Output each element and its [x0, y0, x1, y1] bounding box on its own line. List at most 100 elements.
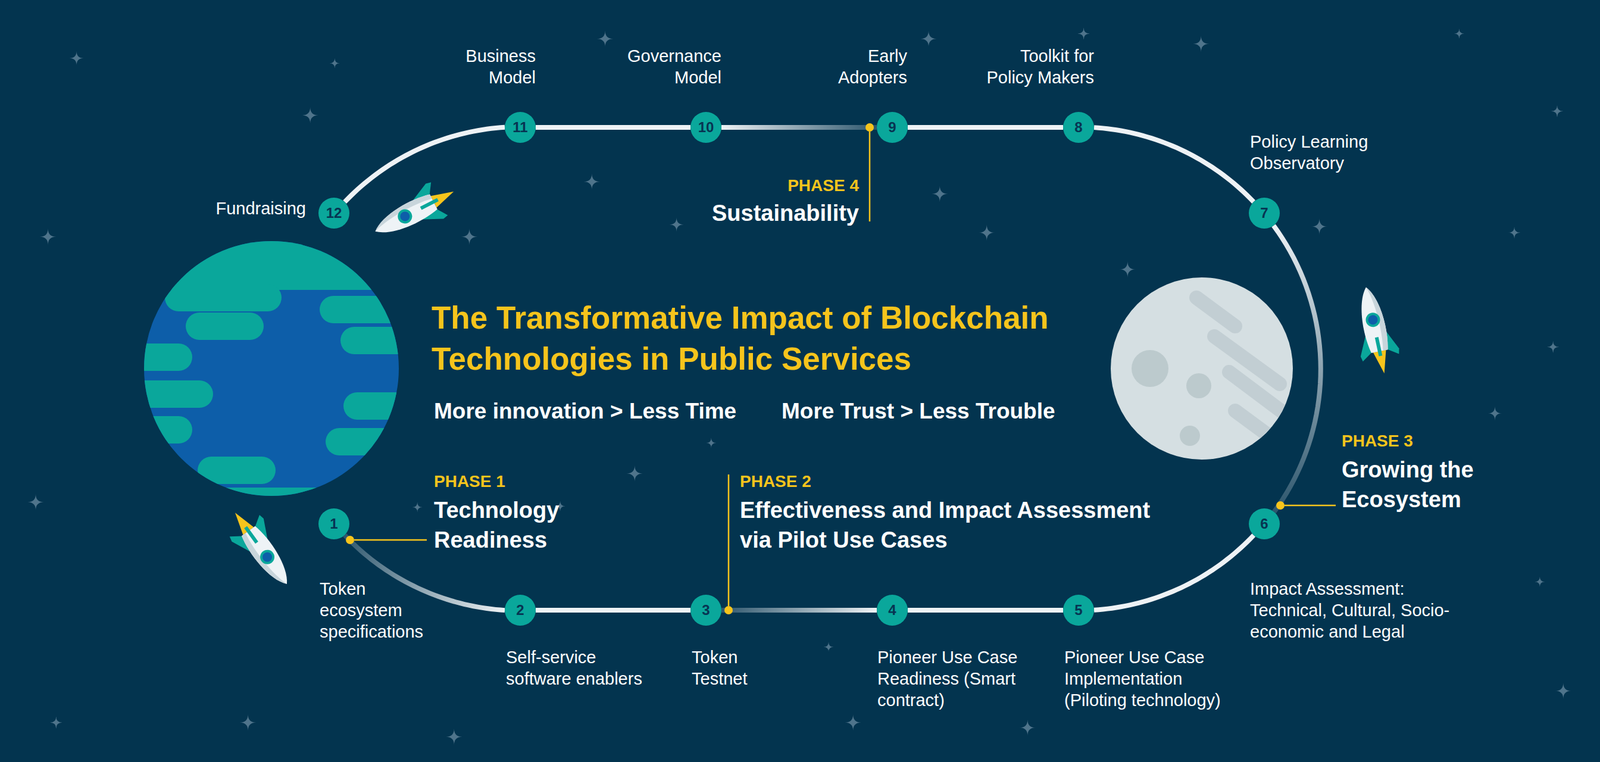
step-number: 7: [1248, 197, 1280, 229]
star: [445, 728, 462, 745]
step-circle-fill: [876, 111, 908, 143]
star: [461, 228, 478, 245]
step-circle-fill: [690, 111, 722, 143]
leader-line: [354, 539, 427, 542]
step-node: 1Token ecosystem specifications: [318, 508, 350, 540]
star: [669, 217, 684, 232]
step-node: 9Early Adopters: [876, 111, 908, 143]
step-circle-fill: [1063, 111, 1095, 143]
phase-tag: PHASE 4: [680, 175, 859, 196]
step-number: 3: [690, 594, 722, 626]
star: [931, 185, 948, 202]
step-label: Business Model: [452, 45, 536, 89]
leader-line: [869, 131, 871, 222]
phase-title: Effectiveness and Impact Assessment via …: [739, 495, 1169, 555]
track-segment: [1273, 225, 1321, 512]
step-number: 11: [504, 111, 536, 143]
star: [239, 714, 256, 731]
star: [27, 494, 44, 511]
step-circle-fill: [504, 111, 536, 143]
phase-dot: [865, 123, 874, 132]
step-number: 8: [1063, 111, 1095, 143]
step-number: 4: [876, 594, 908, 626]
step-label: Token ecosystem specifications: [319, 577, 439, 643]
star: [1508, 226, 1521, 239]
step-circle-fill: [690, 594, 722, 626]
star: [845, 714, 862, 731]
phase-dot: [1276, 501, 1285, 510]
tagline: More Trust > Less Trouble: [781, 397, 1056, 425]
star: [1555, 682, 1572, 699]
track-segment: [907, 607, 1064, 613]
star: [1547, 341, 1559, 353]
step-label: Pioneer Use Case Implementation (Pilotin…: [1064, 646, 1237, 711]
star: [50, 716, 62, 729]
track-segment: [535, 607, 691, 613]
track-segment: [1094, 535, 1254, 611]
step-label: Toolkit for Policy Makers: [975, 45, 1095, 89]
star: [69, 51, 84, 66]
step-circle-fill: [876, 594, 908, 626]
step-number: 2: [504, 594, 536, 626]
step-node: 8Toolkit for Policy Makers: [1063, 111, 1095, 143]
track-segment: [344, 127, 505, 203]
rocket: [1347, 283, 1404, 378]
phase-tag: PHASE 1: [433, 471, 506, 492]
step-label: Token Testnet: [691, 646, 775, 690]
step-node: 5Pioneer Use Case Implementation (Piloti…: [1063, 594, 1095, 626]
phase-dot: [345, 535, 355, 545]
star: [1534, 576, 1545, 587]
star: [1488, 405, 1503, 421]
moon-disc: [1110, 277, 1293, 460]
step-circle-fill: [1063, 594, 1095, 626]
moon-crater: [1186, 373, 1212, 399]
step-label: Pioneer Use Case Readiness (Smart contra…: [877, 646, 1056, 711]
step-circle-fill: [1248, 197, 1280, 229]
step-number: 12: [318, 197, 350, 229]
star: [1077, 27, 1090, 40]
star: [597, 30, 614, 48]
moon: [1110, 277, 1293, 460]
phase-tag: PHASE 2: [739, 471, 812, 492]
star: [302, 107, 319, 124]
rocket: [219, 501, 303, 596]
star: [583, 173, 600, 190]
step-label: Self-service software enablers: [505, 646, 655, 690]
step-number: 9: [876, 111, 908, 143]
step-node: 10Governance Model: [690, 111, 722, 143]
track-segment: [721, 607, 877, 613]
step-label: Governance Model: [614, 45, 722, 89]
step-circle-fill: [318, 508, 350, 540]
step-number: 1: [318, 508, 350, 540]
star: [1454, 28, 1465, 39]
moon-crater: [1131, 350, 1169, 387]
step-label: Fundraising: [175, 197, 306, 220]
leader-line: [727, 474, 730, 606]
leader-line: [1284, 504, 1336, 507]
star: [1311, 218, 1328, 235]
phase-title: Technology Readiness: [433, 495, 589, 555]
step-node: 6Impact Assessment: Technical, Cultural,…: [1248, 508, 1280, 540]
diagram-title: The Transformative Impact of Blockchain …: [431, 297, 1087, 380]
star: [412, 502, 423, 513]
track-segment: [721, 125, 877, 130]
step-number: 6: [1248, 508, 1280, 540]
star: [823, 641, 834, 652]
star: [920, 30, 937, 48]
track-segment: [1094, 127, 1254, 202]
step-circle-fill: [504, 594, 536, 626]
step-label: Impact Assessment: Technical, Cultural, …: [1250, 577, 1465, 643]
phase-title: Sustainability: [620, 198, 859, 228]
stars: [27, 27, 1572, 745]
step-circle-fill: [1248, 508, 1280, 540]
star: [1551, 105, 1564, 118]
step-node: 11Business Model: [504, 111, 536, 143]
star: [705, 438, 717, 449]
track-segment: [535, 125, 691, 130]
